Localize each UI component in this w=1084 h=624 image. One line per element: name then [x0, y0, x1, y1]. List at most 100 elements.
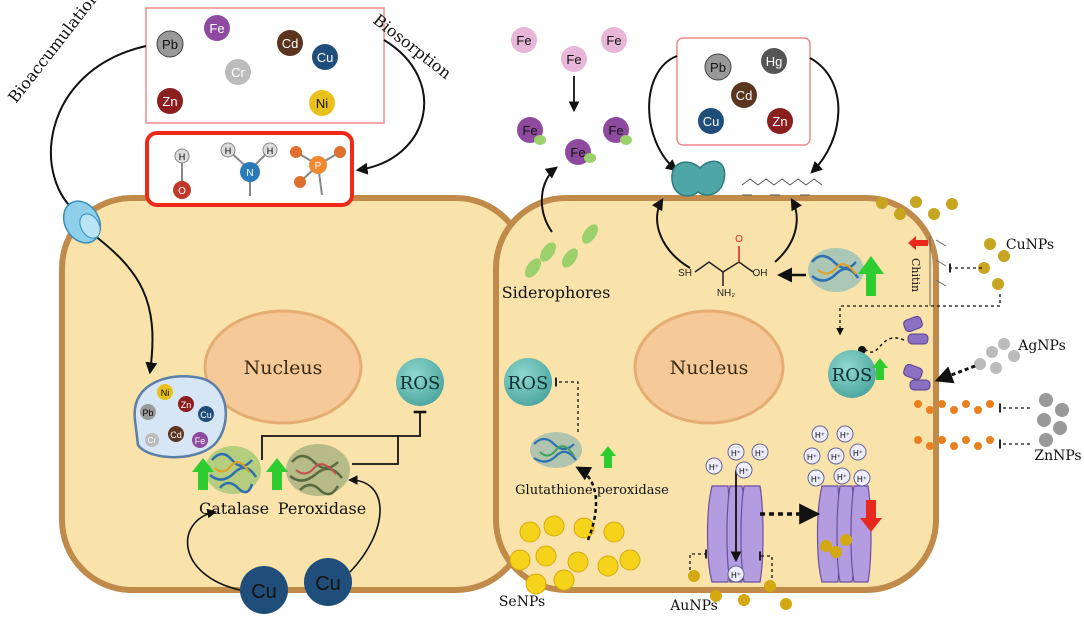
- transport-arrow: [89, 231, 158, 375]
- proton-channel-right: [816, 485, 872, 583]
- svg-text:Cr: Cr: [231, 65, 245, 80]
- glutathione-peroxidase-icon: [530, 432, 582, 468]
- cu-ion: Cu: [240, 566, 288, 614]
- proton-ion: H⁺: [853, 469, 871, 487]
- up-arrow-icon: [858, 256, 884, 296]
- chitin-structure: [929, 236, 947, 306]
- polymer-structure: [741, 178, 823, 196]
- hydroxyl-group: H O: [173, 148, 191, 199]
- svg-text:Fe: Fe: [195, 436, 206, 446]
- catalase-protein-icon: [205, 446, 261, 494]
- glutathione-label: Glutathione peroxidase: [515, 483, 669, 498]
- down-arrow-icon: [908, 236, 928, 250]
- svg-text:Fe: Fe: [606, 33, 621, 48]
- svg-text:H: H: [225, 146, 232, 156]
- senps-label: SeNPs: [499, 594, 545, 610]
- svg-text:H⁺: H⁺: [709, 463, 719, 472]
- svg-text:H⁺: H⁺: [755, 449, 765, 458]
- left-metals-box: [145, 7, 385, 124]
- iron-ion: Fe: [603, 117, 632, 145]
- iron-ion: Fe: [517, 117, 546, 145]
- metal-ion: Ni: [309, 90, 335, 116]
- svg-text:Fe: Fe: [522, 123, 537, 138]
- senps-icon: [509, 515, 641, 595]
- svg-text:H: H: [179, 152, 186, 162]
- bioaccumulation-label: Bioaccumulation: [4, 0, 103, 106]
- iron-ion: Fe: [565, 139, 596, 165]
- znnps-icon: [1037, 393, 1069, 447]
- metal-ion: Cr: [225, 59, 251, 85]
- agnps-icon: [974, 338, 1020, 374]
- svg-text:O: O: [178, 186, 186, 197]
- left-nucleus: Nucleus: [203, 309, 363, 425]
- metal-binding-arrow: [809, 57, 840, 174]
- membrane-transporter-icon: [62, 200, 102, 244]
- svg-text:ROS: ROS: [400, 373, 441, 394]
- right-metal-ions: Pb Hg Cd Cu Zn: [698, 48, 793, 134]
- membrane-protein-icon: [671, 160, 726, 197]
- cysteine-export-arrow: [651, 197, 691, 269]
- biosorption-arrow: [355, 39, 426, 175]
- amine-group: H H N: [220, 142, 278, 196]
- svg-text:Cd: Cd: [170, 430, 182, 440]
- proton-ion: H⁺: [811, 425, 829, 443]
- svg-text:SH: SH: [678, 268, 692, 279]
- proton-ion: H⁺: [803, 447, 821, 465]
- svg-text:Ni: Ni: [161, 388, 170, 398]
- aunps-inhibition-line: [689, 549, 707, 570]
- proton-ion: H⁺: [751, 443, 769, 461]
- metal-binding-arrow: [648, 55, 678, 172]
- down-arrow-icon: [860, 500, 882, 532]
- proton-ion: H⁺: [727, 443, 745, 461]
- svg-text:Fe: Fe: [608, 123, 623, 138]
- svg-text:Fe: Fe: [566, 52, 581, 67]
- agnps-arrow: [934, 364, 976, 384]
- metal-ion: Fe: [204, 15, 230, 41]
- svg-text:Cu: Cu: [317, 50, 334, 65]
- inhibition-line: [261, 410, 427, 460]
- siderophores-icon: [525, 224, 598, 278]
- metal-ion: Cd: [731, 82, 757, 108]
- vacuole: Ni Zn Pb Cr Cd Fe Cu: [133, 374, 228, 459]
- metal-ion: Cu: [198, 406, 214, 422]
- up-arrow-icon: [872, 358, 888, 380]
- svg-text:Ni: Ni: [316, 96, 328, 111]
- iron-ion: Fe: [511, 27, 537, 53]
- svg-text:Cu: Cu: [200, 410, 212, 420]
- iron-ion: Fe: [561, 46, 587, 72]
- siderophore-export-arrow: [540, 166, 558, 233]
- metal-ion: Zn: [178, 396, 194, 412]
- svg-text:Cu: Cu: [251, 581, 277, 603]
- svg-text:Pb: Pb: [142, 408, 153, 418]
- siderophores-label: Siderophores: [502, 283, 611, 302]
- metal-ion: Cr: [145, 433, 159, 447]
- svg-text:H⁺: H⁺: [811, 475, 821, 484]
- enzyme-protein-icon: [808, 248, 864, 292]
- svg-text:Cu: Cu: [315, 573, 341, 595]
- svg-text:H: H: [267, 146, 274, 156]
- svg-text:H⁺: H⁺: [840, 431, 850, 440]
- ros-right-left: ROS: [504, 358, 552, 406]
- svg-text:O: O: [735, 234, 743, 245]
- cu-ion: Cu: [304, 558, 352, 606]
- cysteine-structure: O SH NH₂ OH: [678, 234, 767, 299]
- svg-text:H⁺: H⁺: [807, 453, 817, 462]
- svg-text:H⁺: H⁺: [837, 473, 847, 482]
- svg-text:Cu: Cu: [703, 114, 720, 129]
- siderophore-bound-iron: Fe Fe Fe: [517, 117, 632, 165]
- metal-ion: Pb: [140, 404, 156, 420]
- svg-text:Hg: Hg: [766, 54, 783, 69]
- svg-text:Fe: Fe: [570, 145, 585, 160]
- ros-left: ROS: [396, 358, 444, 406]
- proton-ion: H⁺: [827, 447, 845, 465]
- aunps-label: AuNPs: [669, 598, 718, 614]
- nucleus-label: Nucleus: [244, 357, 323, 379]
- svg-text:ROS: ROS: [832, 365, 873, 386]
- svg-text:H⁺: H⁺: [731, 449, 741, 458]
- svg-text:H⁺: H⁺: [853, 449, 863, 458]
- receptor-icon: [903, 315, 931, 391]
- agnps-label: AgNPs: [1017, 338, 1066, 354]
- svg-text:Pb: Pb: [162, 37, 178, 52]
- cunps-signal-line: [836, 294, 1001, 336]
- svg-text:H⁺: H⁺: [815, 431, 825, 440]
